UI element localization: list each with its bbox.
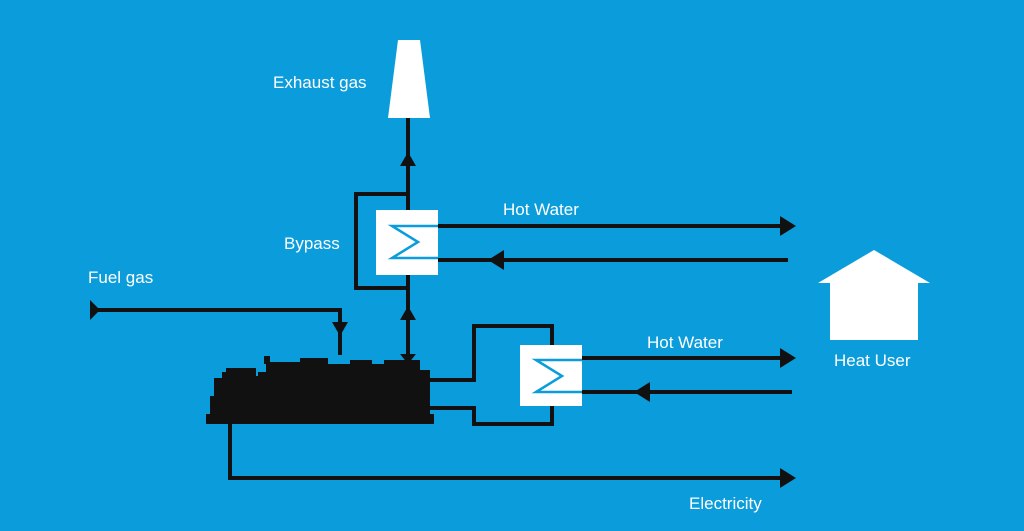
exhaust-arrow-lower (400, 306, 416, 320)
electricity-line (228, 424, 784, 480)
fuel-gas-inlet-arrow (90, 300, 100, 320)
hot-water-lower-supply-arrow (780, 348, 796, 368)
hot-water-upper-return-arrow (488, 250, 504, 270)
hot-water-upper-supply-arrow (780, 216, 796, 236)
heat-user-house-icon (818, 250, 930, 340)
exhaust-stack (388, 40, 430, 118)
exhaust-arrow-upper (400, 152, 416, 166)
exhaust-hx-coil-icon (387, 224, 438, 260)
hot-water-upper-label: Hot Water (503, 200, 579, 219)
exhaust-gas-label: Exhaust gas (273, 73, 367, 92)
bypass-line (354, 192, 408, 290)
engine-heat-exchanger (520, 345, 582, 406)
engine-coolant-return (430, 406, 554, 426)
engine-coolant-out (430, 324, 554, 382)
fuel-gas-line (96, 308, 342, 355)
fuel-gas-valve-arrow (332, 322, 348, 336)
electricity-label: Electricity (689, 494, 762, 513)
electricity-arrow (780, 468, 796, 488)
hot-water-lower-label: Hot Water (647, 333, 723, 352)
engine-icon (206, 356, 434, 424)
fuel-gas-label: Fuel gas (88, 268, 153, 287)
engine-hx-coil-icon (531, 358, 582, 394)
exhaust-heat-exchanger (376, 210, 438, 275)
bypass-label: Bypass (284, 234, 340, 253)
heat-user-label: Heat User (834, 351, 911, 370)
exhaust-arrow-engine (400, 354, 416, 364)
hot-water-lower-return-arrow (634, 382, 650, 402)
